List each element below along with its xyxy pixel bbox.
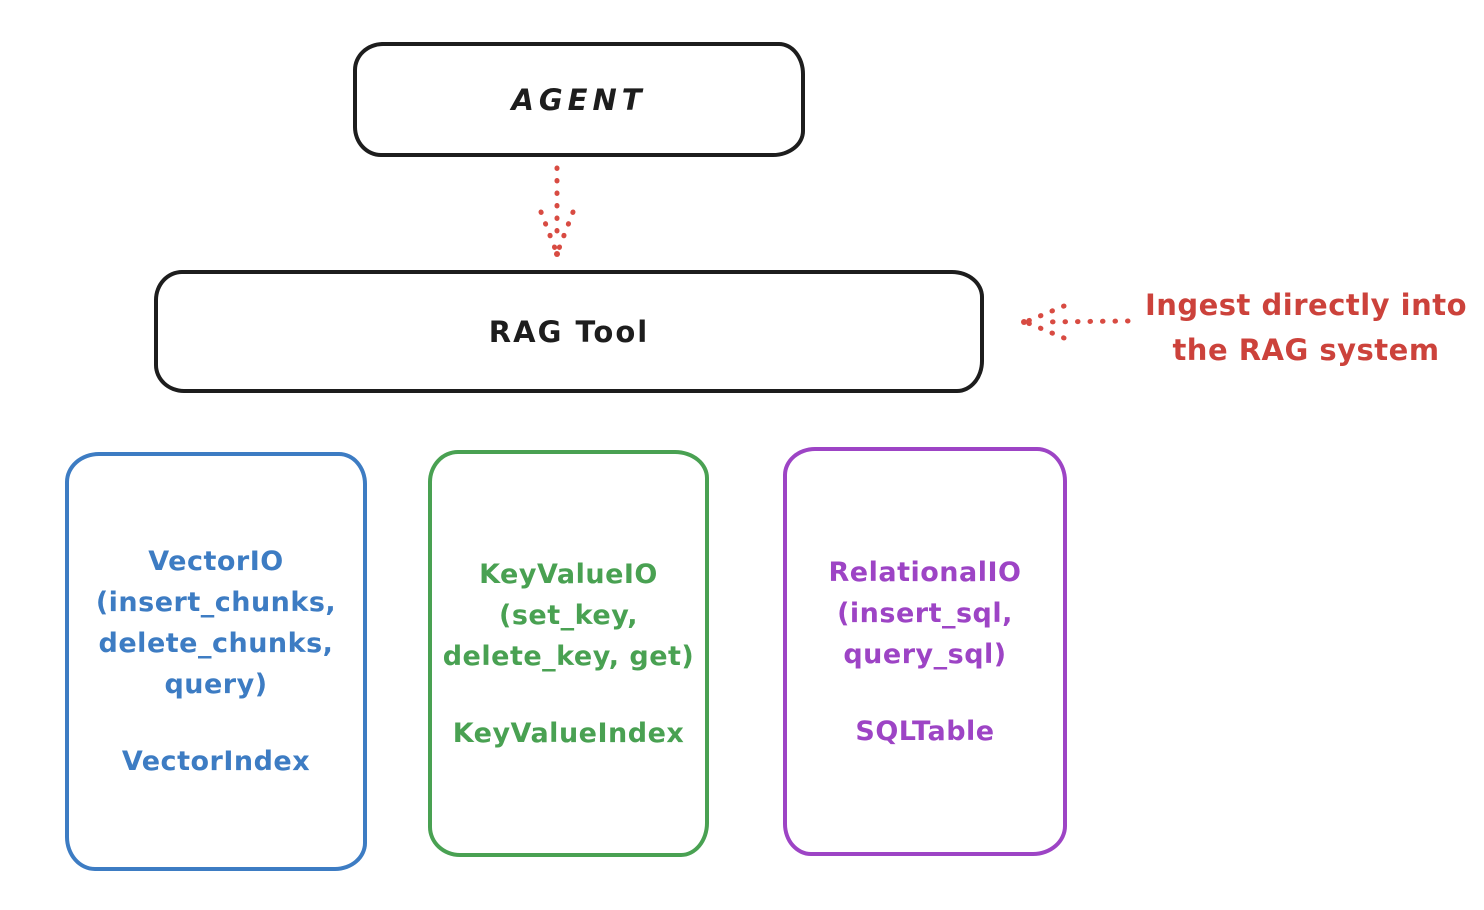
- sql-table-label: SQLTable: [855, 715, 995, 747]
- vector-index-label: VectorIndex: [121, 746, 311, 777]
- rag-tool-box: RAG Tool: [154, 270, 984, 393]
- agent-to-rag-arrow-icon: [538, 165, 576, 257]
- keyvalue-io-methods: KeyValueIO (set_key, delete_key, get): [442, 558, 695, 672]
- rag-tool-label: RAG Tool: [488, 314, 650, 349]
- vector-io-methods: VectorIO (insert_chunks, delete_chunks, …: [95, 546, 337, 700]
- keyvalue-index-label: KeyValueIndex: [452, 717, 685, 749]
- agent-label: AGENT: [511, 82, 647, 117]
- relational-io-box: RelationalIO (insert_sql, query_sql) SQL…: [783, 447, 1067, 856]
- keyvalue-io-box: KeyValueIO (set_key, delete_key, get) Ke…: [428, 450, 709, 857]
- ingest-arrow-icon: [1021, 303, 1131, 341]
- agent-box: AGENT: [353, 42, 805, 157]
- vector-io-box: VectorIO (insert_chunks, delete_chunks, …: [65, 452, 367, 871]
- relational-io-methods: RelationalIO (insert_sql, query_sql): [828, 556, 1022, 670]
- ingest-annotation-text: Ingest directly into the RAG system: [1144, 288, 1468, 367]
